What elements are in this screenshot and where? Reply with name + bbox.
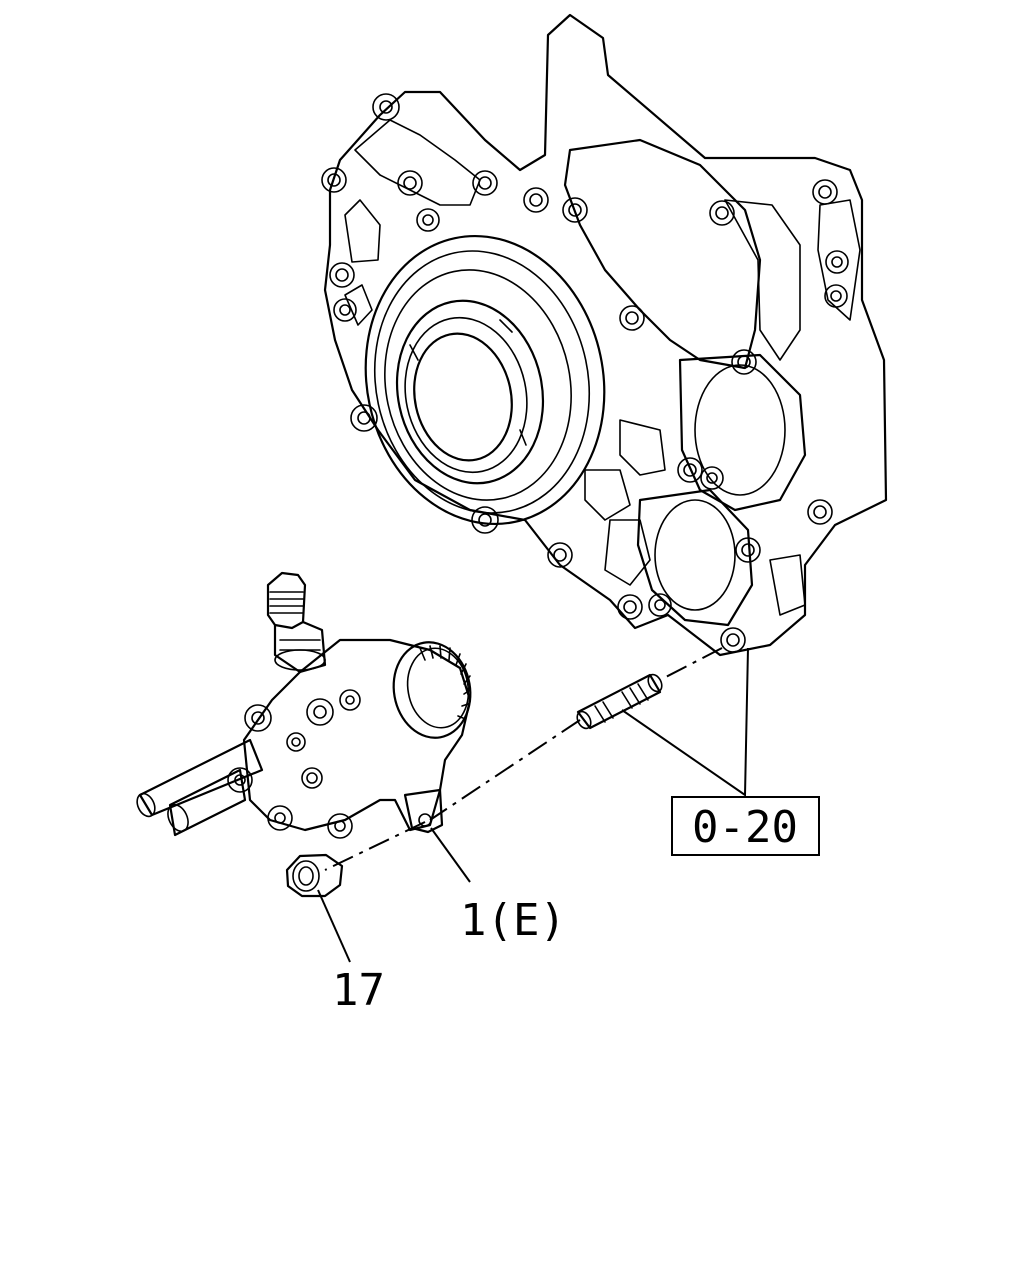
leader-reference <box>621 647 749 797</box>
nut-centerline <box>324 821 426 871</box>
pump-inlet-pipe <box>136 738 264 837</box>
callout-nut-label: 17 <box>332 965 385 1016</box>
mounting-centerline-upper <box>659 647 723 681</box>
callout-pump-label: 1(E) <box>460 895 566 946</box>
pump-cover-bolts <box>227 689 361 839</box>
mounting-centerline-lower <box>429 719 581 821</box>
power-steering-pump <box>136 571 472 839</box>
case-bolt-holes <box>321 93 849 653</box>
timing-gear-case <box>321 13 888 657</box>
pump-pulley <box>392 641 472 739</box>
reference-box: 0-20 <box>671 796 820 856</box>
leader-nut <box>317 889 351 963</box>
callout-reference-label: 0-20 <box>692 802 798 853</box>
crank-seal-rings <box>364 234 606 526</box>
stud-bolt <box>576 673 663 730</box>
leader-pump <box>430 827 471 883</box>
pump-outlet-fitting <box>266 571 327 674</box>
flange-nut <box>285 853 344 898</box>
